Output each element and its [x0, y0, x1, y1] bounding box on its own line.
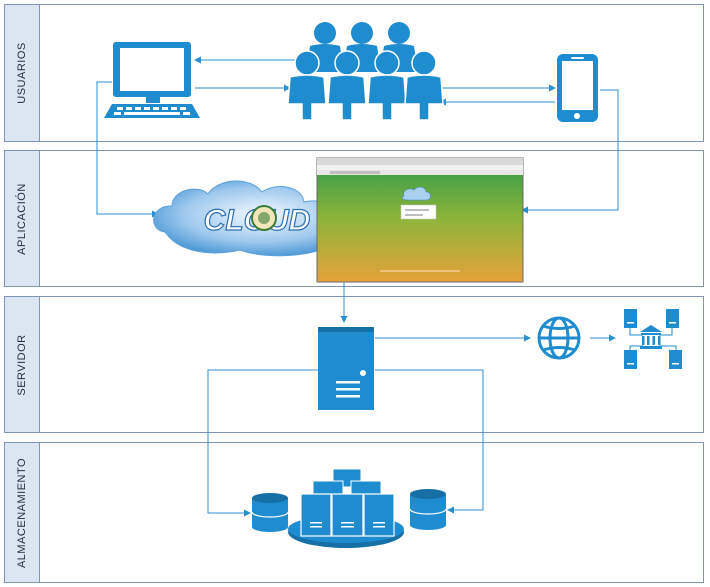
- globe-icon: [537, 316, 581, 360]
- network-node: [669, 350, 682, 369]
- desktop-computer-icon: [104, 42, 200, 118]
- login-box: [400, 204, 437, 220]
- user-figure: [404, 50, 444, 121]
- network-node: [666, 309, 679, 328]
- server-rack-icon: [300, 468, 395, 537]
- network-node: [624, 309, 637, 328]
- bank-icon: [640, 325, 662, 332]
- server-icon: [318, 327, 374, 410]
- lane-label-almacenamiento: ALMACENAMIENTO: [5, 443, 40, 582]
- network-icon: [624, 309, 682, 369]
- users-group-icon: [287, 22, 444, 121]
- app-screenshot: [316, 157, 524, 283]
- lane-label-servidor: SERVIDOR: [5, 297, 40, 432]
- user-figure: [327, 50, 367, 121]
- lane-label-usuarios: USUARIOS: [5, 5, 40, 141]
- connectors: [96, 56, 619, 517]
- mini-cloud-icon: [402, 186, 431, 201]
- cloud-icon: CLOUD: [153, 180, 369, 257]
- lane-label-aplicacion: APLICACIÓN: [5, 151, 40, 286]
- network-node: [624, 350, 637, 369]
- user-figure: [287, 50, 327, 121]
- database-icon: [251, 493, 289, 532]
- user-figure: [367, 50, 407, 121]
- database-icon: [409, 489, 447, 530]
- smartphone-icon: [557, 54, 598, 122]
